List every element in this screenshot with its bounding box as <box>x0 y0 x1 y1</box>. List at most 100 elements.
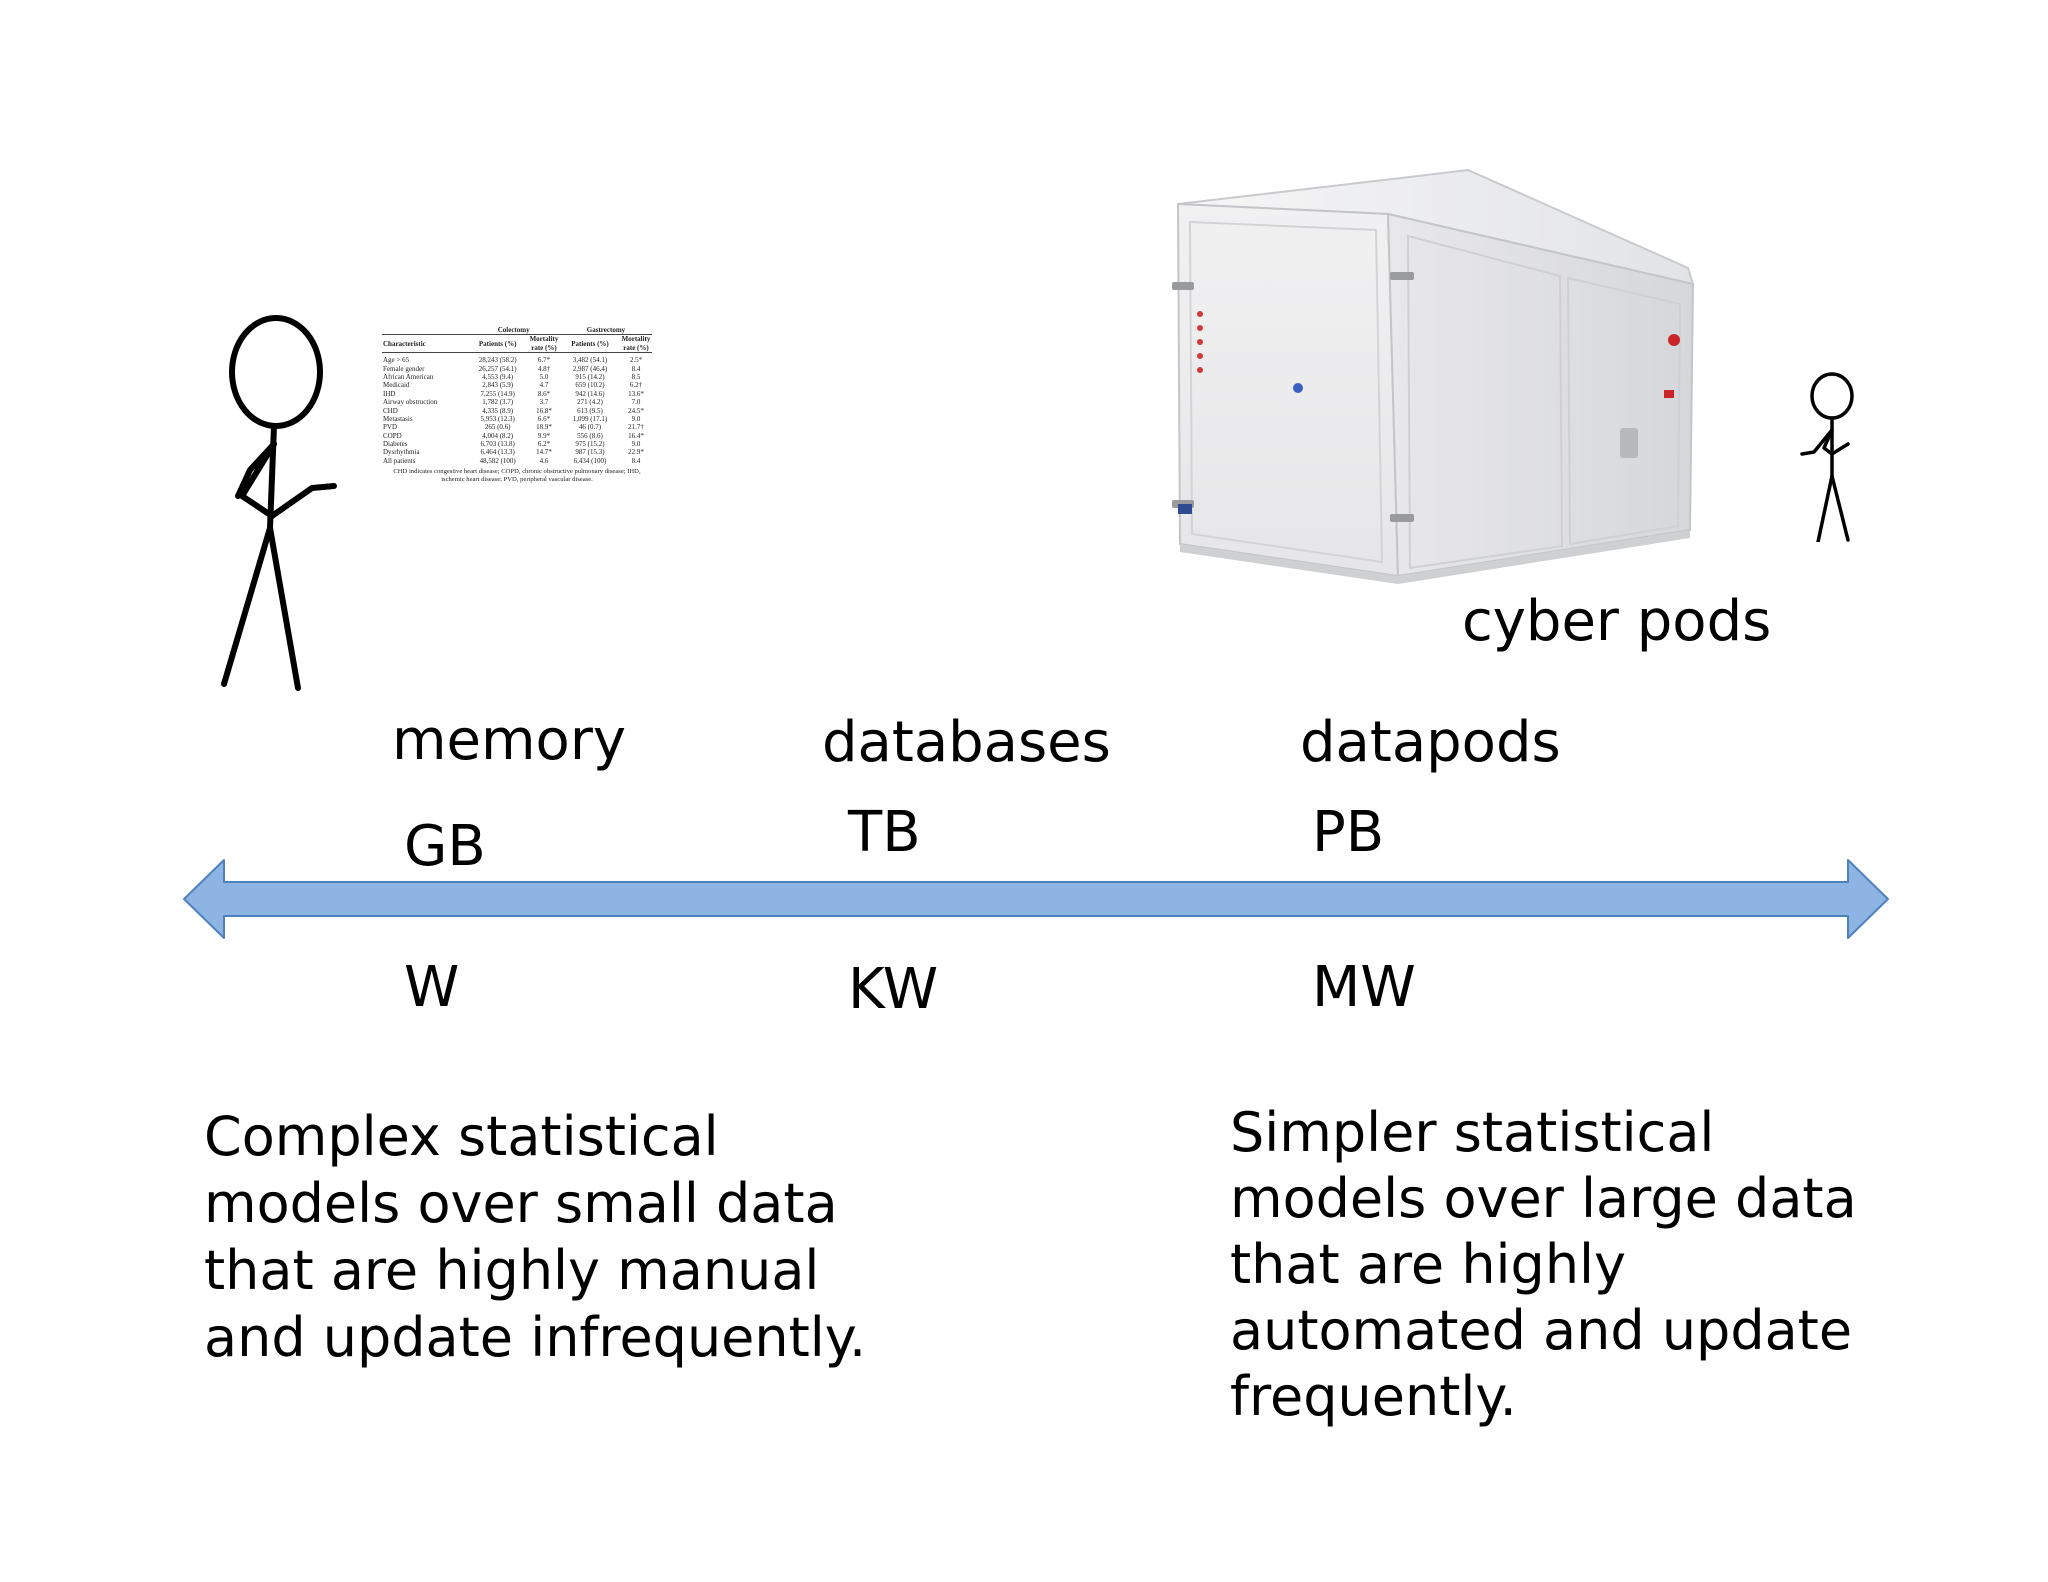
table-cell: 18.9* <box>536 423 552 432</box>
table-cell: 265 (0.6) <box>484 423 511 432</box>
table-column-header: Mortality rate (%) <box>620 334 652 354</box>
table-cell: 6.6* <box>537 414 551 423</box>
table-row: Female gender 26,257 (54.1) 4.8† 2,987 (46.… <box>382 365 652 373</box>
table-cell: 613 (9.5) <box>577 406 603 415</box>
tb-label: TB <box>848 800 921 865</box>
table-cell: 26,257 (54.1) <box>478 364 517 373</box>
table-cell: 3.7 <box>539 398 549 407</box>
table-cell: 3,482 (54.1) <box>572 356 608 365</box>
table-cell: 8.6* <box>537 389 551 398</box>
table-cell: Airway obstruction <box>383 398 438 407</box>
table-cell: 6,703 (13.8) <box>480 440 515 449</box>
table-row: IHD 7,255 (14.9) 8.6* 942 (14.6) 13.6* <box>382 390 652 398</box>
cyber-pods-label: cyber pods <box>1462 589 1772 654</box>
table-row: PVD 265 (0.6) 18.9* 46 (0.7) 21.7† <box>382 423 652 431</box>
table-cell: African American <box>383 372 434 381</box>
table-cell: 16.8* <box>536 406 552 415</box>
table-cell: 46 (0.7) <box>578 423 602 432</box>
table-cell: 4.6 <box>539 456 549 465</box>
table-cell: 6.7* <box>537 356 551 365</box>
table-cell: 987 (15.3) <box>575 448 605 457</box>
w-label: W <box>404 955 460 1020</box>
table-cell: 556 (8.6) <box>577 431 603 440</box>
mw-label: MW <box>1312 955 1416 1020</box>
table-cell: 22.9* <box>628 448 644 457</box>
table-cell: 942 (14.6) <box>575 389 605 398</box>
table-cell: CHD <box>383 406 398 415</box>
table-row: Metastasis 5,953 (12.3) 6.6* 1,099 (17.1) 9.… <box>382 415 652 423</box>
table-cell: 24.5* <box>628 406 644 415</box>
table-cell: 6,434 (100) <box>573 456 607 465</box>
table-cell: 13.6* <box>628 389 644 398</box>
table-row: COPD 4,004 (8.2) 9.9* 556 (8.6) 16.4* <box>382 432 652 440</box>
table-cell: 5.0 <box>539 372 549 381</box>
table-row: Airway obstruction 1,782 (3.7) 3.7 271 (4.2… <box>382 398 652 406</box>
table-cell: 2.5* <box>629 356 643 365</box>
table-cell: 915 (14.2) <box>575 372 605 381</box>
table-row: Dysrhythmia 6,464 (13.3) 14.7* 987 (15.3) 22… <box>382 448 652 456</box>
table-cell: 8.4 <box>631 364 641 373</box>
table-cell: Age > 65 <box>383 356 410 365</box>
table-cell: 4,335 (8.9) <box>482 406 514 415</box>
table-column-header: Characteristic <box>382 334 468 354</box>
table-row: African American 4,553 (9.4) 5.0 915 (14.2)… <box>382 373 652 381</box>
table-column-header: Patients (%) <box>559 334 620 354</box>
table-cell: 7.0 <box>631 398 641 407</box>
table-cell: 9.0 <box>631 414 641 423</box>
table-cell: 7,255 (14.9) <box>480 389 515 398</box>
table-cell: 14.7* <box>536 448 552 457</box>
table-cell: 659 (10.2) <box>575 381 605 390</box>
right-description: Simpler statistical models over large da… <box>1230 1101 1857 1428</box>
table-group-header: Colectomy <box>467 326 560 336</box>
table-cell: Female gender <box>383 364 425 373</box>
table-cell: 4.8† <box>537 364 551 373</box>
table-row: All patients 48,582 (100) 4.6 6,434 (100) 8.… <box>382 457 652 465</box>
table-cell: PVD <box>383 423 398 432</box>
table-cell: 2,987 (46.4) <box>572 364 608 373</box>
scale-double-arrow <box>183 859 1889 939</box>
table-cell: Diabetes <box>383 440 408 449</box>
left-description: Complex statistical models over small da… <box>204 1105 867 1369</box>
table-cell: 21.7† <box>628 423 644 432</box>
table-cell: 6,464 (13.3) <box>480 448 515 457</box>
stick-figure-left <box>221 315 337 691</box>
table-cell: 4,553 (9.4) <box>482 372 514 381</box>
table-cell: IHD <box>383 389 396 398</box>
statistics-table-image: Colectomy Gastrectomy Characteristic Pat… <box>382 326 652 485</box>
cyber-pod-image <box>1172 168 1695 584</box>
pb-label: PB <box>1312 800 1385 865</box>
table-cell: 5,953 (12.3) <box>480 414 515 423</box>
table-cell: COPD <box>383 431 402 440</box>
table-row: Age > 65 28,243 (58.2) 6.7* 3,482 (54.1) 2.5… <box>382 353 652 365</box>
table-cell: 4.7 <box>539 381 549 390</box>
table-cell: 6.2† <box>629 381 643 390</box>
table-cell: 28,243 (58.2) <box>478 356 517 365</box>
table-cell: 9.9* <box>537 431 551 440</box>
table-cell: 4,004 (8.2) <box>482 431 514 440</box>
table-cell: 975 (15.2) <box>575 440 605 449</box>
table-row: Diabetes 6,703 (13.8) 6.2* 975 (15.2) 9.0 <box>382 440 652 448</box>
table-cell: All patients <box>383 456 416 465</box>
table-cell: Metastasis <box>383 414 413 423</box>
table-cell: 8.4 <box>631 456 641 465</box>
table-cell: 16.4* <box>628 431 644 440</box>
table-cell: 1,099 (17.1) <box>572 414 608 423</box>
datapods-label: datapods <box>1300 710 1561 775</box>
table-group-header: Gastrectomy <box>559 326 652 336</box>
memory-label: memory <box>392 708 626 773</box>
table-cell: Dysrhythmia <box>383 448 420 457</box>
stick-figure-right <box>1800 372 1854 542</box>
table-cell: 271 (4.2) <box>577 398 603 407</box>
table-column-header: Patients (%) <box>467 334 528 354</box>
table-column-header: Mortality rate (%) <box>527 334 560 354</box>
table-cell: 9.0 <box>631 440 641 449</box>
table-cell: Medicaid <box>383 381 410 390</box>
table-cell: 48,582 (100) <box>479 456 516 465</box>
table-cell: 8.5 <box>631 372 641 381</box>
gb-label: GB <box>404 814 486 879</box>
table-cell: 6.2* <box>537 440 551 449</box>
kw-label: KW <box>848 957 939 1022</box>
table-cell: 1,782 (3.7) <box>482 398 514 407</box>
table-footnote: CHD indicates congestive heart disease; … <box>393 468 641 484</box>
